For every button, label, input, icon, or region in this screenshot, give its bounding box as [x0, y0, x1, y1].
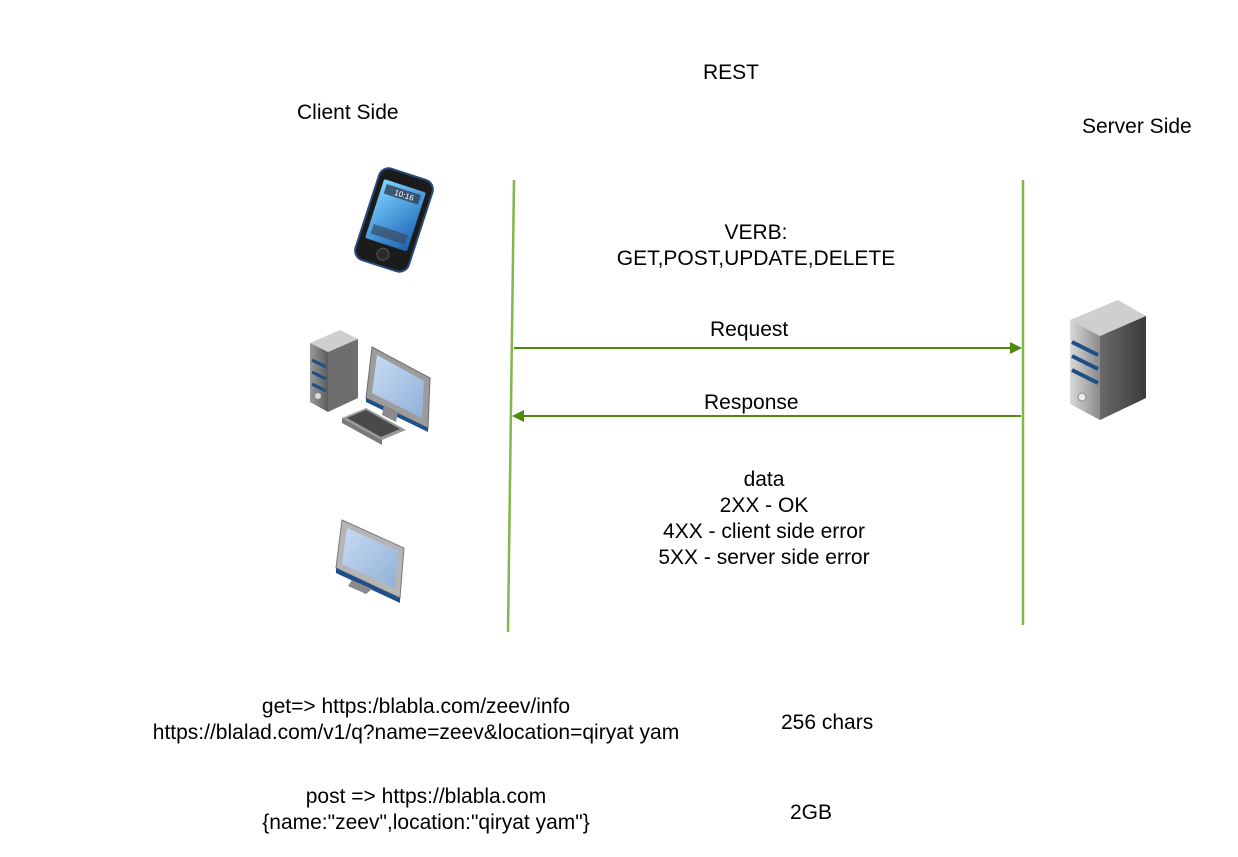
diagram-title: REST: [703, 61, 760, 84]
post-limit-label: 2GB: [790, 801, 833, 824]
server-icon: [1070, 300, 1146, 420]
response-info-2xx: 2XX - OK: [719, 494, 809, 517]
client-side-label: Client Side: [297, 101, 399, 124]
verb-title: VERB:: [724, 221, 788, 244]
get-example-line1: get=> https:/blabla.com/zeev/info: [261, 695, 571, 718]
response-info-block: data 2XX - OK 4XX - client side error 5X…: [614, 467, 914, 571]
get-limit-label: 256 chars: [781, 711, 874, 734]
monitor-icon: [335, 519, 405, 603]
post-example-line2: {name:"zeev",location:"qiryat yam"}: [262, 811, 590, 834]
request-label: Request: [710, 318, 789, 341]
post-example-block: post => https://blabla.com {name:"zeev",…: [206, 784, 646, 836]
response-info-data: data: [743, 468, 785, 491]
post-example-line1: post => https://blabla.com: [305, 785, 547, 808]
response-info-5xx: 5XX - server side error: [658, 546, 870, 569]
get-example-line2: https://blalad.com/v1/q?name=zeev&locati…: [152, 721, 680, 744]
client-lifeline: [506, 179, 516, 633]
desktop-computer-icon: [310, 330, 431, 445]
response-label: Response: [704, 391, 799, 414]
response-info-4xx: 4XX - client side error: [663, 520, 865, 543]
verb-list: GET,POST,UPDATE,DELETE: [616, 247, 896, 270]
verb-block: VERB: GET,POST,UPDATE,DELETE: [566, 220, 946, 272]
mobile-phone-icon: 10:16: [354, 167, 434, 273]
server-side-label: Server Side: [1082, 115, 1192, 138]
get-example-block: get=> https:/blabla.com/zeev/info https:…: [96, 694, 736, 746]
